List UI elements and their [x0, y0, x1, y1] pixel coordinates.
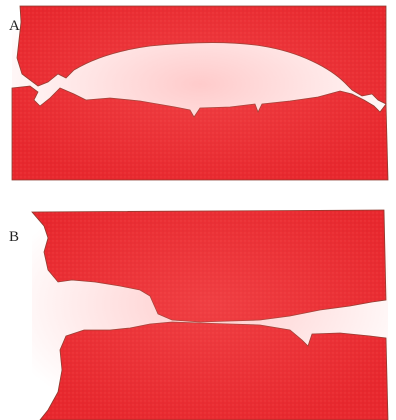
panel-b-label: B: [9, 230, 19, 245]
panel-b: [32, 210, 388, 420]
panel-a-label: A: [9, 19, 20, 34]
panel-b-shading: [32, 210, 388, 420]
panel-a: [12, 6, 388, 180]
panel-a-shading: [12, 6, 388, 180]
